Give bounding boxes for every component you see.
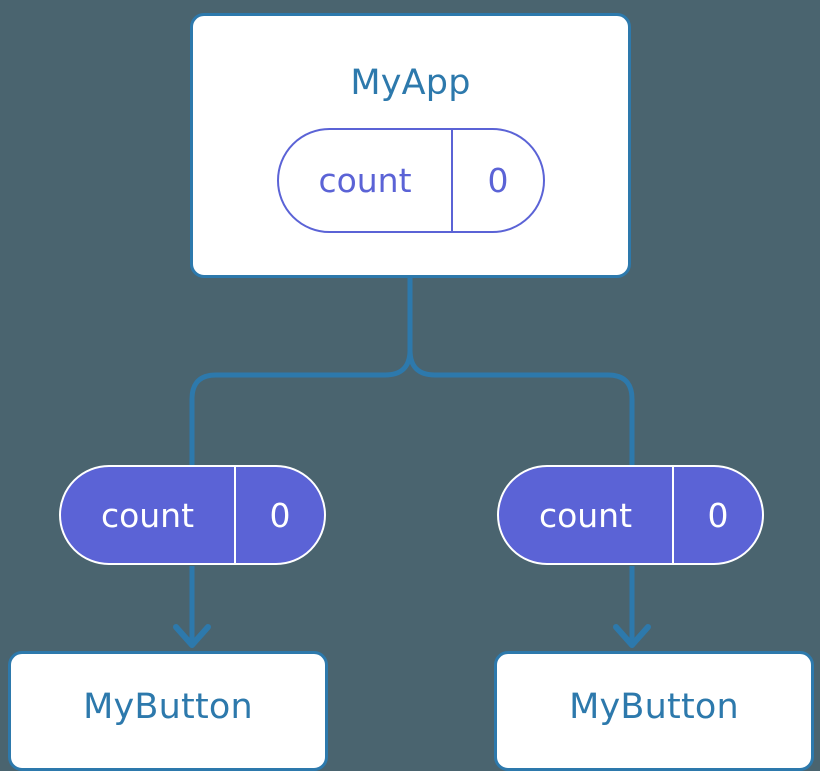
component-card-myapp[interactable]: MyApp xyxy=(190,13,631,278)
component-name-myapp: MyApp xyxy=(350,63,471,103)
state-pill-myapp[interactable]: count 0 xyxy=(277,128,545,233)
connector-to-right-branch xyxy=(407,278,635,465)
state-key-label: count xyxy=(279,130,453,231)
prop-key-label-left: count xyxy=(61,467,236,563)
arrow-head-right-icon xyxy=(613,624,651,648)
component-card-mybutton-right[interactable]: MyButton xyxy=(494,651,814,771)
prop-pill-left[interactable]: count 0 xyxy=(59,465,326,565)
component-name-mybutton-right: MyButton xyxy=(569,687,739,727)
component-card-mybutton-left[interactable]: MyButton xyxy=(8,651,328,771)
prop-key-label-right: count xyxy=(499,467,674,563)
component-name-mybutton-left: MyButton xyxy=(83,687,253,727)
arrow-head-left-icon xyxy=(173,624,211,648)
connector-to-left-branch xyxy=(189,278,413,465)
prop-value-label-left: 0 xyxy=(269,495,291,535)
state-value-label: 0 xyxy=(487,161,509,200)
prop-pill-right[interactable]: count 0 xyxy=(497,465,764,565)
prop-value-label-right: 0 xyxy=(707,495,729,535)
